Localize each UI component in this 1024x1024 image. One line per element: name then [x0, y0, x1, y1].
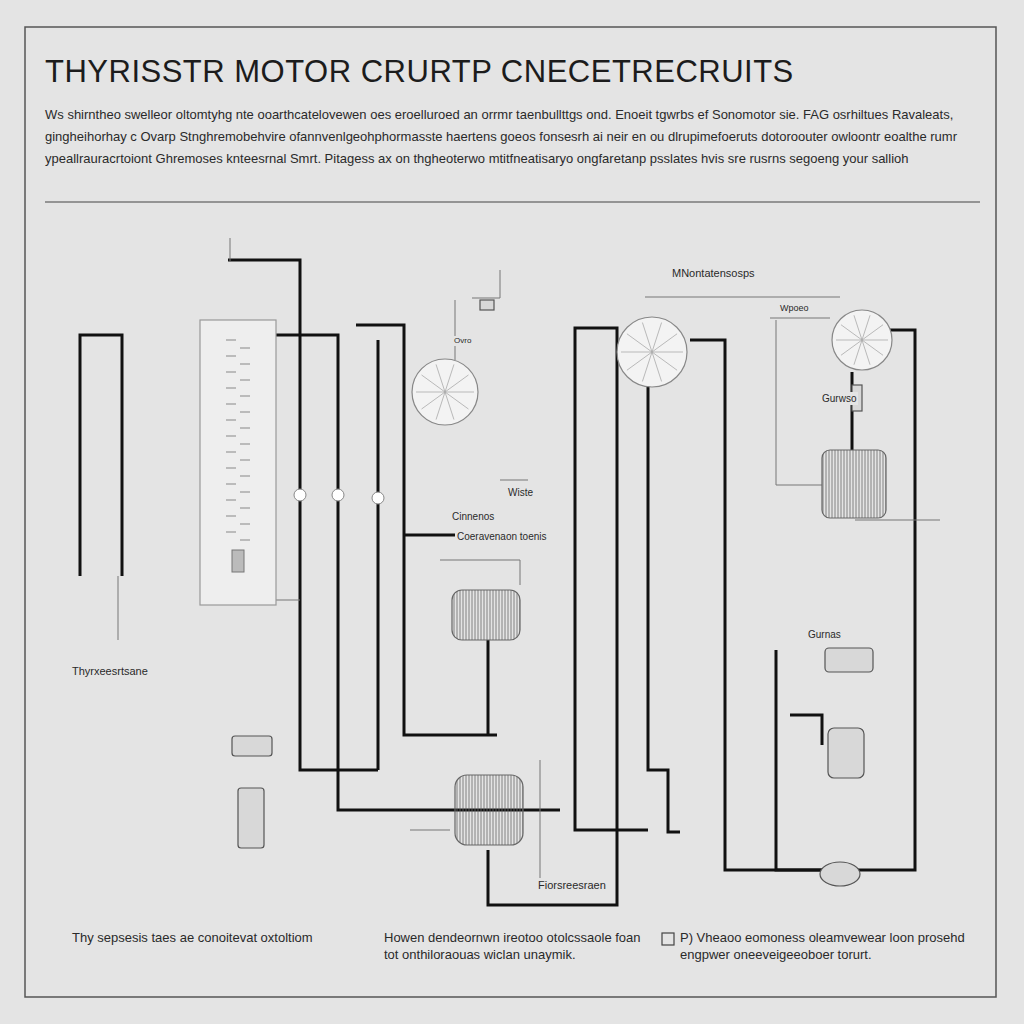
lamp-ray [642, 352, 652, 381]
lamp-ray [422, 375, 445, 392]
lamp-ray [445, 392, 474, 393]
part-label: Thyrxeesrtsane [70, 664, 150, 678]
title: THYRISSTR MOTOR CRURTP CNECETRECRUITS [43, 52, 796, 92]
panel-mark [240, 380, 250, 381]
footnote: P) Vheaoo eomoness oleamvewear loon pros… [678, 930, 982, 964]
footnote: Howen dendeornwn ireotoo otolcssaole foa… [382, 930, 646, 964]
lamp-ray [854, 315, 862, 340]
lamp-ray [836, 340, 862, 341]
lamp-ray [862, 340, 870, 365]
coil-symbols [452, 450, 886, 845]
lamp-ray [445, 364, 454, 392]
lamp-ray [436, 364, 445, 392]
lamp-ray [652, 352, 683, 353]
rule [45, 201, 980, 202]
lamp-ray [862, 340, 888, 341]
panel-mark [226, 388, 236, 389]
control-panel [200, 320, 276, 605]
lamp-rays [416, 315, 888, 419]
lamp-ray [841, 340, 862, 355]
panel-mark [240, 460, 250, 461]
terminal-dots [294, 489, 384, 504]
frame [25, 27, 996, 997]
panel-mark [240, 444, 250, 445]
panel-mark [226, 532, 236, 533]
lamp-ray [642, 323, 652, 352]
panel-mark [240, 396, 250, 397]
footnote: Thy sepsesis taes ae conoitevat oxtoltio… [70, 930, 315, 947]
lamp-symbols [412, 310, 892, 425]
lamp-ray [841, 325, 862, 340]
panel-mark [226, 420, 236, 421]
panel-mark [240, 476, 250, 477]
lamp-ray [445, 375, 468, 392]
lamp-ray [862, 325, 883, 340]
panel-mark [226, 436, 236, 437]
note-icon [662, 933, 674, 945]
panel-mark [226, 452, 236, 453]
lamp-ray [862, 315, 870, 340]
panel-mark [226, 484, 236, 485]
lamp-ray [652, 334, 677, 352]
lamp-ray [416, 392, 445, 393]
lamp-ray [627, 334, 652, 352]
device-symbols [232, 300, 873, 886]
panel-mark [240, 508, 250, 509]
component-label: Fiorsreesraen [536, 878, 608, 892]
thin-wires [118, 238, 940, 880]
panel-mark [226, 500, 236, 501]
lamp-ray [436, 392, 445, 420]
panel-mark [240, 540, 250, 541]
panel-mark [240, 492, 250, 493]
component-label: Coeravenaon toenis [455, 530, 549, 543]
panel-mark [226, 340, 236, 341]
component-label: MNontatensosps [670, 266, 757, 280]
panel-mark [226, 356, 236, 357]
lamp-ray [862, 340, 883, 355]
lamp-ray [652, 352, 677, 370]
component-label: Gurnas [806, 628, 843, 641]
panel-mark [240, 524, 250, 525]
panel-mark [240, 412, 250, 413]
component-label: Ovro [452, 336, 473, 346]
panel-mark [240, 428, 250, 429]
lamp-ray [652, 352, 662, 381]
lamp-ray [652, 323, 662, 352]
panel-mark [240, 348, 250, 349]
lamp-ray [422, 392, 445, 409]
panel-mark [226, 516, 236, 517]
lamp-ray [627, 352, 652, 370]
lamp-ray [445, 392, 454, 420]
component-label: Wiste [506, 486, 535, 499]
panel-mark [226, 404, 236, 405]
lamp-ray [445, 392, 468, 409]
lamp-ray [621, 352, 652, 353]
panel-mark [240, 364, 250, 365]
component-label: Wpoeo [778, 303, 811, 315]
panel-mark [226, 372, 236, 373]
wires [80, 260, 915, 905]
lamp-ray [854, 340, 862, 365]
component-label: Gurwso [820, 392, 858, 405]
intro-paragraph: Ws shirntheo swelleor oltomtyhg nte ooar… [43, 104, 987, 170]
panel-mark [226, 468, 236, 469]
component-label: Cinnenos [450, 510, 496, 523]
